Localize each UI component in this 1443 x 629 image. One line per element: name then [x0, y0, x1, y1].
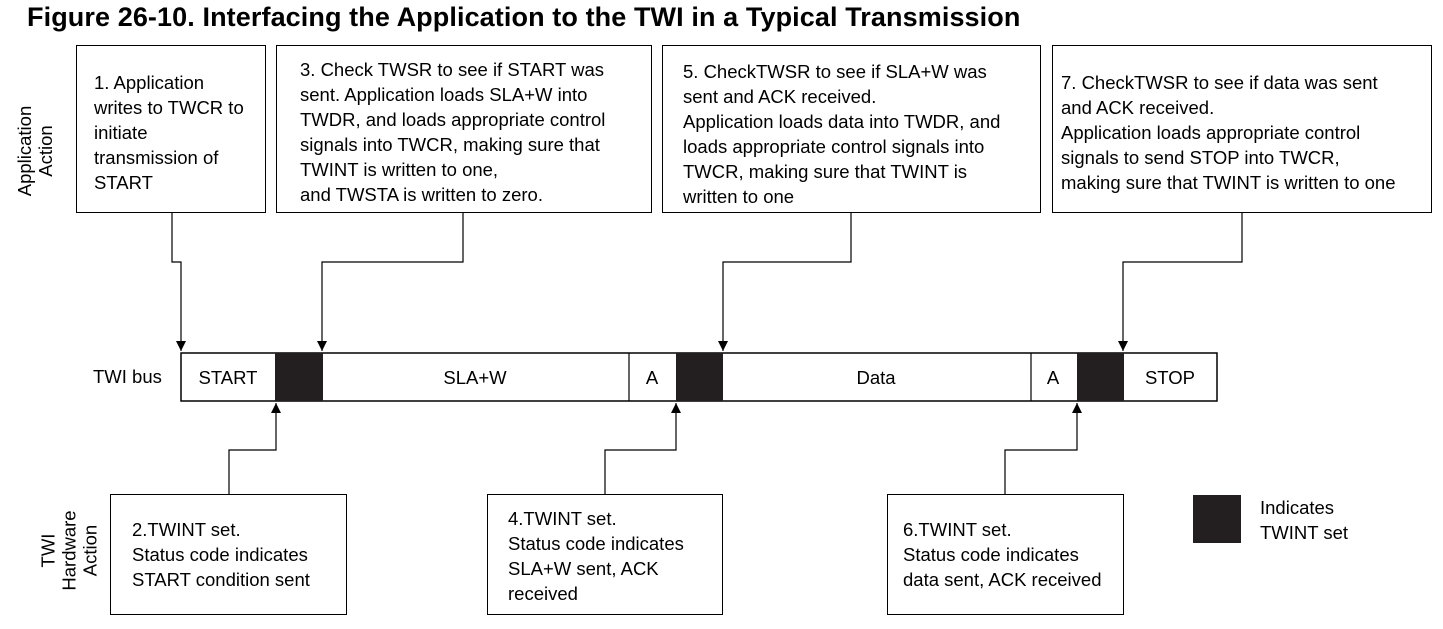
app-step-3-text: 3. Check TWSR to see if START was sent. … — [300, 59, 606, 205]
arrow-app-7 — [1118, 213, 1243, 351]
twint-block — [676, 353, 723, 401]
arrow-app-5 — [718, 213, 852, 351]
app-step-1-box: 1. Application writes to TWCR to initiat… — [76, 45, 266, 213]
legend-twint-swatch — [1193, 495, 1241, 543]
app-step-1-text: 1. Application writes to TWCR to initiat… — [94, 72, 244, 193]
arrow-hw-2 — [228, 403, 281, 494]
legend-label: Indicates TWINT set — [1260, 497, 1349, 543]
arrow-app-3 — [317, 213, 464, 351]
hw-step-4-box: 4.TWINT set. Status code indicates SLA+W… — [487, 494, 723, 615]
bus-segment-data: Data — [856, 367, 896, 388]
arrow-app-1 — [171, 213, 186, 351]
app-step-7-text: 7. CheckTWSR to see if data was sent and… — [1061, 72, 1396, 193]
twint-block — [1077, 353, 1124, 401]
bus-label: TWI bus — [93, 366, 162, 387]
hw-step-6-box: 6.TWINT set. Status code indicates data … — [887, 494, 1124, 615]
app-step-7-box: 7. CheckTWSR to see if data was sent and… — [1052, 45, 1432, 213]
bus-segment-slaw: SLA+W — [443, 367, 507, 388]
app-step-3-box: 3. Check TWSR to see if START was sent. … — [276, 45, 652, 213]
app-step-5-text: 5. CheckTWSR to see if SLA+W was sent an… — [683, 61, 1001, 207]
hw-step-4-text: 4.TWINT set. Status code indicates SLA+W… — [508, 508, 684, 604]
bus-segment-ack-1: A — [646, 367, 659, 388]
twint-block — [275, 353, 323, 401]
hw-step-2-box: 2.TWINT set. Status code indicates START… — [110, 494, 347, 615]
bus-segment-start: START — [199, 367, 258, 388]
arrow-hw-4 — [604, 403, 681, 494]
figure-title: Figure 26-10. Interfacing the Applicatio… — [27, 2, 1021, 32]
hw-step-2-text: 2.TWINT set. Status code indicates START… — [132, 519, 310, 590]
bus-segment-ack-2: A — [1047, 367, 1060, 388]
app-step-5-box: 5. CheckTWSR to see if SLA+W was sent an… — [662, 45, 1041, 213]
hw-step-6-text: 6.TWINT set. Status code indicates data … — [903, 519, 1102, 590]
bus-segment-stop: STOP — [1145, 367, 1195, 388]
arrow-hw-6 — [1004, 403, 1082, 494]
